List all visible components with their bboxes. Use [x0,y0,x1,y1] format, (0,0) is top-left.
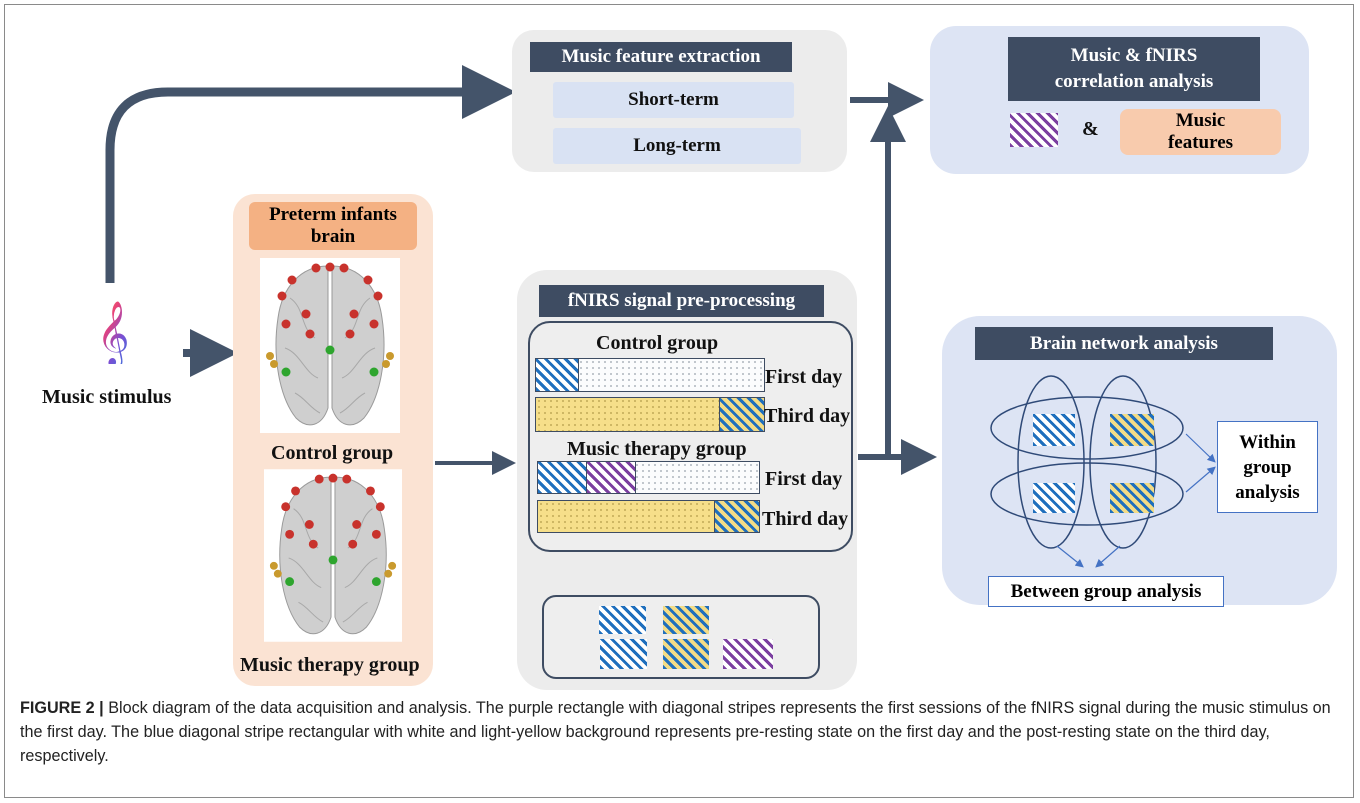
music-stimulus-label: Music stimulus [42,386,172,408]
therapy-brain-image [264,469,402,642]
network-blue-white-1 [1033,414,1075,446]
fnirs-therapy-title: Music therapy group [567,438,747,460]
therapy-first-day-bar [537,461,760,494]
music-features-box: Music features [1120,109,1281,155]
music-feature-title: Music feature extraction [530,42,792,72]
control-first-day-bar [535,358,765,392]
ampersand-label: & [1082,118,1099,140]
segment-purple [723,639,773,669]
caption-label: FIGURE 2 | [20,699,104,717]
therapy-group-label: Music therapy group [240,654,420,676]
treble-clef-icon: 𝄞 [96,301,129,364]
network-blue-white-2 [1033,483,1075,513]
caption-text: Block diagram of the data acquisition an… [20,699,1331,765]
control-group-label: Control group [271,442,394,464]
therapy-third-day-label: Third day [762,508,849,530]
network-ellipses [990,375,1216,568]
segment-blue-yellow-2 [663,639,709,669]
between-group-box: Between group analysis [988,576,1224,607]
control-third-day-label: Third day [764,405,851,427]
network-blue-yellow-1 [1110,414,1154,446]
figure-caption: FIGURE 2 | Block diagram of the data acq… [20,696,1340,768]
purple-stripe-sample [1010,113,1058,147]
within-group-box: Within group analysis [1217,421,1318,513]
segment-blue-yellow-1 [663,606,709,634]
control-third-day-bar [535,397,765,432]
stimulus-to-feature-arrow [105,65,516,283]
fnirs-control-title: Control group [596,332,719,354]
figure-frame [4,4,1354,798]
control-first-day-label: First day [765,366,843,388]
network-title: Brain network analysis [975,327,1273,360]
short-term-box: Short-term [553,82,794,118]
therapy-first-day-label: First day [765,468,843,490]
network-blue-yellow-2 [1110,483,1154,513]
segment-blue-white-1 [599,606,646,634]
connector-arrows [105,65,937,586]
svg-text:𝄞: 𝄞 [96,301,129,364]
therapy-third-day-bar [537,500,760,533]
correlation-title: Music & fNIRS correlation analysis [1008,37,1260,101]
control-brain-image [260,258,400,433]
brain-title: Preterm infants brain [249,202,417,250]
segment-blue-white-2 [600,639,647,669]
long-term-box: Long-term [553,128,801,164]
fnirs-title: fNIRS signal pre-processing [539,285,824,317]
